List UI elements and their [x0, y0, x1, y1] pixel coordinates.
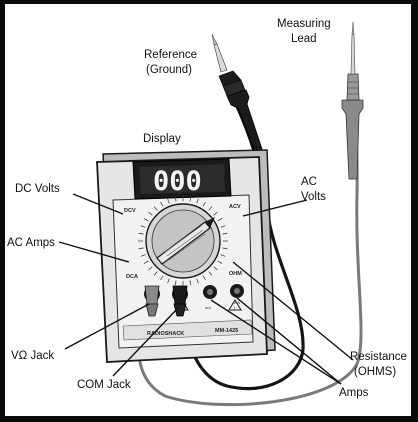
dca-label: DCA — [126, 274, 138, 280]
svg-text:!: ! — [234, 305, 235, 310]
label-ohms: (OHMS) — [354, 366, 396, 378]
label-resistance: Resistance — [350, 351, 407, 363]
ohm-label: OHM — [229, 271, 242, 277]
ma-jack-socket[interactable] — [203, 285, 217, 299]
label-volts: Volts — [301, 191, 326, 203]
rotary-selector-knob[interactable] — [146, 204, 220, 278]
label-com-jack: COM Jack — [77, 379, 131, 391]
label-reference: Reference — [144, 49, 197, 61]
label-display: Display — [143, 133, 181, 145]
multimeter-diagram: 000 DCV ACV DCA OHM ! ! mA 10A — [5, 4, 411, 416]
label-lead: Lead — [291, 33, 317, 45]
10a-jack-socket[interactable] — [230, 284, 244, 298]
label-amps: Amps — [339, 387, 369, 399]
model-number: MM-1425 — [215, 328, 238, 334]
label-measuring: Measuring — [277, 18, 331, 30]
label-ac: AC — [301, 176, 317, 188]
diagram-panel: 000 DCV ACV DCA OHM ! ! mA 10A — [5, 4, 411, 416]
label-dc-volts: DC Volts — [15, 183, 60, 195]
label-ac-amps: AC Amps — [7, 237, 55, 249]
acv-label: ACV — [229, 204, 241, 210]
dcv-label: DCV — [124, 208, 136, 214]
ma-jack-label: mA — [205, 305, 211, 310]
display-digits: 000 — [153, 166, 202, 197]
label-v-ohm-jack: VΩ Jack — [11, 350, 54, 362]
label-ground: (Ground) — [146, 64, 192, 76]
